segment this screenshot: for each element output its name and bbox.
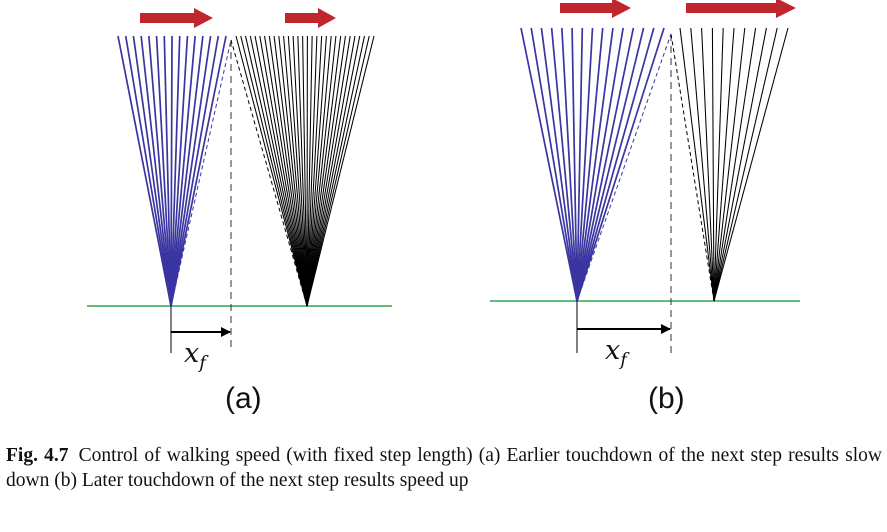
leg-line [306, 35, 318, 307]
leg-line [713, 27, 767, 302]
xf-subscript: f [620, 349, 627, 371]
leg-line [690, 27, 715, 302]
leg-line [679, 27, 715, 302]
leg-line [170, 35, 220, 307]
leg-line [713, 27, 757, 302]
xf-label: xf [605, 335, 627, 370]
leg-line [254, 35, 308, 307]
leg-line [170, 35, 181, 307]
leg-line [302, 35, 308, 307]
figure-caption: Fig. 4.7 Control of walking speed (with … [6, 443, 882, 493]
leg-line [306, 35, 342, 307]
leg-line [571, 27, 578, 302]
leg-line [132, 35, 172, 307]
dashed-leg-line [170, 39, 232, 307]
panel-label-a: (a) [225, 382, 262, 415]
stance-leg-fan [117, 35, 227, 307]
leg-line [576, 27, 665, 302]
velocity-arrow-long [686, 0, 796, 18]
leg-line [576, 27, 655, 302]
leg-line [249, 35, 308, 307]
leg-line [550, 27, 578, 302]
leg-line [576, 27, 604, 302]
leg-line [245, 35, 308, 307]
leg-line [268, 35, 308, 307]
leg-line [711, 27, 715, 302]
leg-line [576, 27, 645, 302]
xf-variable: x [184, 338, 200, 369]
leg-line [259, 35, 308, 307]
panel-label-b: (b) [648, 382, 685, 415]
velocity-arrow-short [285, 8, 336, 28]
leg-line [235, 35, 308, 307]
leg-line [701, 27, 715, 302]
xf-variable: x [605, 335, 621, 366]
leg-line [140, 35, 172, 307]
leg-line [713, 27, 778, 302]
leg-line [306, 35, 361, 307]
leg-line [170, 35, 189, 307]
leg-line [306, 35, 351, 307]
leg-line [170, 35, 204, 307]
leg-line [306, 35, 332, 307]
leg-line [170, 35, 196, 307]
velocity-arrow-short [560, 0, 631, 18]
leg-line [117, 35, 172, 307]
next-leg-fan [235, 35, 375, 307]
dashed-leg-line [670, 33, 715, 302]
leg-line [576, 27, 584, 302]
leg-line [170, 35, 227, 307]
panel-b-diagram [490, 0, 800, 356]
xf-label: xf [184, 338, 206, 373]
leg-line [561, 27, 578, 302]
leg-line [306, 35, 375, 307]
leg-line [520, 27, 578, 302]
leg-line [576, 27, 635, 302]
leg-line [273, 35, 308, 307]
panel-a-diagram [87, 8, 392, 353]
leg-line [264, 35, 308, 307]
leg-line [576, 27, 594, 302]
leg-line [163, 35, 172, 307]
leg-line [240, 35, 308, 307]
dashed-leg-line [576, 33, 672, 302]
leg-line [306, 35, 327, 307]
leg-line [287, 35, 308, 307]
next-leg-fan [679, 27, 789, 302]
leg-line [306, 35, 370, 307]
leg-line [306, 35, 337, 307]
leg-line [713, 27, 789, 302]
leg-line [278, 35, 308, 307]
leg-line [540, 27, 578, 302]
leg-line [306, 35, 323, 307]
stance-leg-fan [520, 27, 665, 302]
leg-line [170, 35, 212, 307]
leg-line [155, 35, 172, 307]
caption-text: Control of walking speed (with fixed ste… [6, 445, 882, 491]
figure-number: Fig. 4.7 [6, 445, 69, 466]
xf-subscript: f [199, 352, 206, 374]
leg-line [148, 35, 172, 307]
leg-line [530, 27, 578, 302]
figure-diagram [87, 0, 800, 356]
leg-line [306, 35, 356, 307]
leg-line [283, 35, 308, 307]
leg-line [292, 35, 308, 307]
velocity-arrow-long [140, 8, 213, 28]
leg-line [713, 27, 735, 302]
leg-line [306, 35, 346, 307]
leg-line [713, 27, 746, 302]
leg-line [297, 35, 308, 307]
leg-line [713, 27, 724, 302]
leg-line [306, 35, 365, 307]
leg-line [306, 35, 313, 307]
leg-line [576, 27, 624, 302]
leg-line [170, 35, 173, 307]
leg-line [124, 35, 172, 307]
leg-line [576, 27, 614, 302]
